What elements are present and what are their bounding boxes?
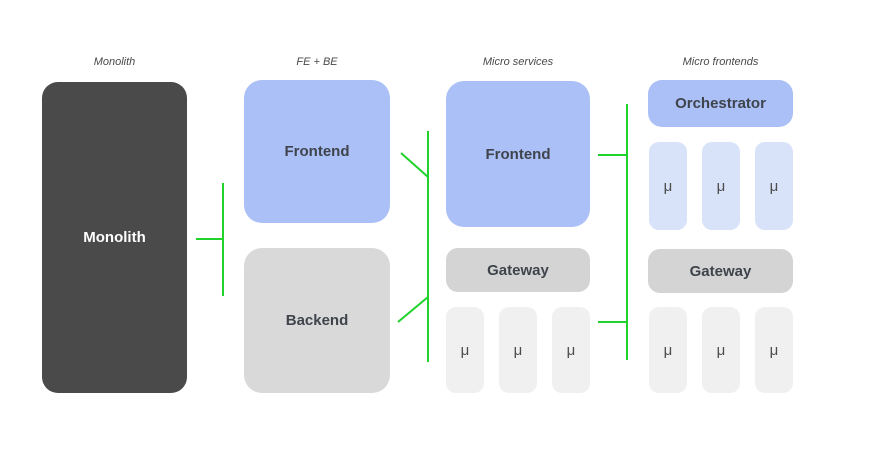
microservice-box: μ bbox=[702, 307, 740, 393]
microservices-frontend-box: Frontend bbox=[446, 81, 590, 227]
microservice-box: μ bbox=[446, 307, 484, 393]
orchestrator-label: Orchestrator bbox=[675, 95, 766, 112]
microservice-box: μ bbox=[649, 307, 687, 393]
microfrontends-gateway-label: Gateway bbox=[689, 262, 752, 280]
microservices-frontend-label: Frontend bbox=[485, 145, 551, 163]
monolith-label: Monolith bbox=[83, 229, 146, 246]
microservices-gateway-label: Gateway bbox=[487, 261, 549, 279]
microfrontends-gateway-box: Gateway bbox=[648, 249, 793, 293]
febe-frontend-box: Frontend bbox=[244, 80, 390, 223]
monolith-box: Monolith bbox=[42, 82, 187, 393]
column-title-fe-be: FE + BE bbox=[296, 56, 338, 68]
microservice-box: μ bbox=[552, 307, 590, 393]
micro-frontend-box: μ bbox=[649, 142, 687, 230]
column-title-monolith: Monolith bbox=[93, 56, 136, 68]
microservice-box: μ bbox=[755, 307, 793, 393]
febe-backend-box: Backend bbox=[244, 248, 390, 393]
febe-backend-label: Backend bbox=[285, 312, 349, 329]
febe-frontend-label: Frontend bbox=[284, 143, 350, 160]
column-title-micro-frontends: Micro frontends bbox=[682, 56, 759, 68]
micro-frontend-box: μ bbox=[755, 142, 793, 230]
connector-febe-to-microservices bbox=[397, 131, 429, 362]
connector-monolith-to-febe bbox=[196, 183, 224, 296]
microservices-gateway-box: Gateway bbox=[446, 248, 590, 292]
column-title-micro-services: Micro services bbox=[482, 56, 554, 68]
connector-microservices-to-microfrontends bbox=[598, 104, 628, 360]
microservice-box: μ bbox=[499, 307, 537, 393]
micro-frontend-box: μ bbox=[702, 142, 740, 230]
orchestrator-box: Orchestrator bbox=[648, 80, 793, 127]
